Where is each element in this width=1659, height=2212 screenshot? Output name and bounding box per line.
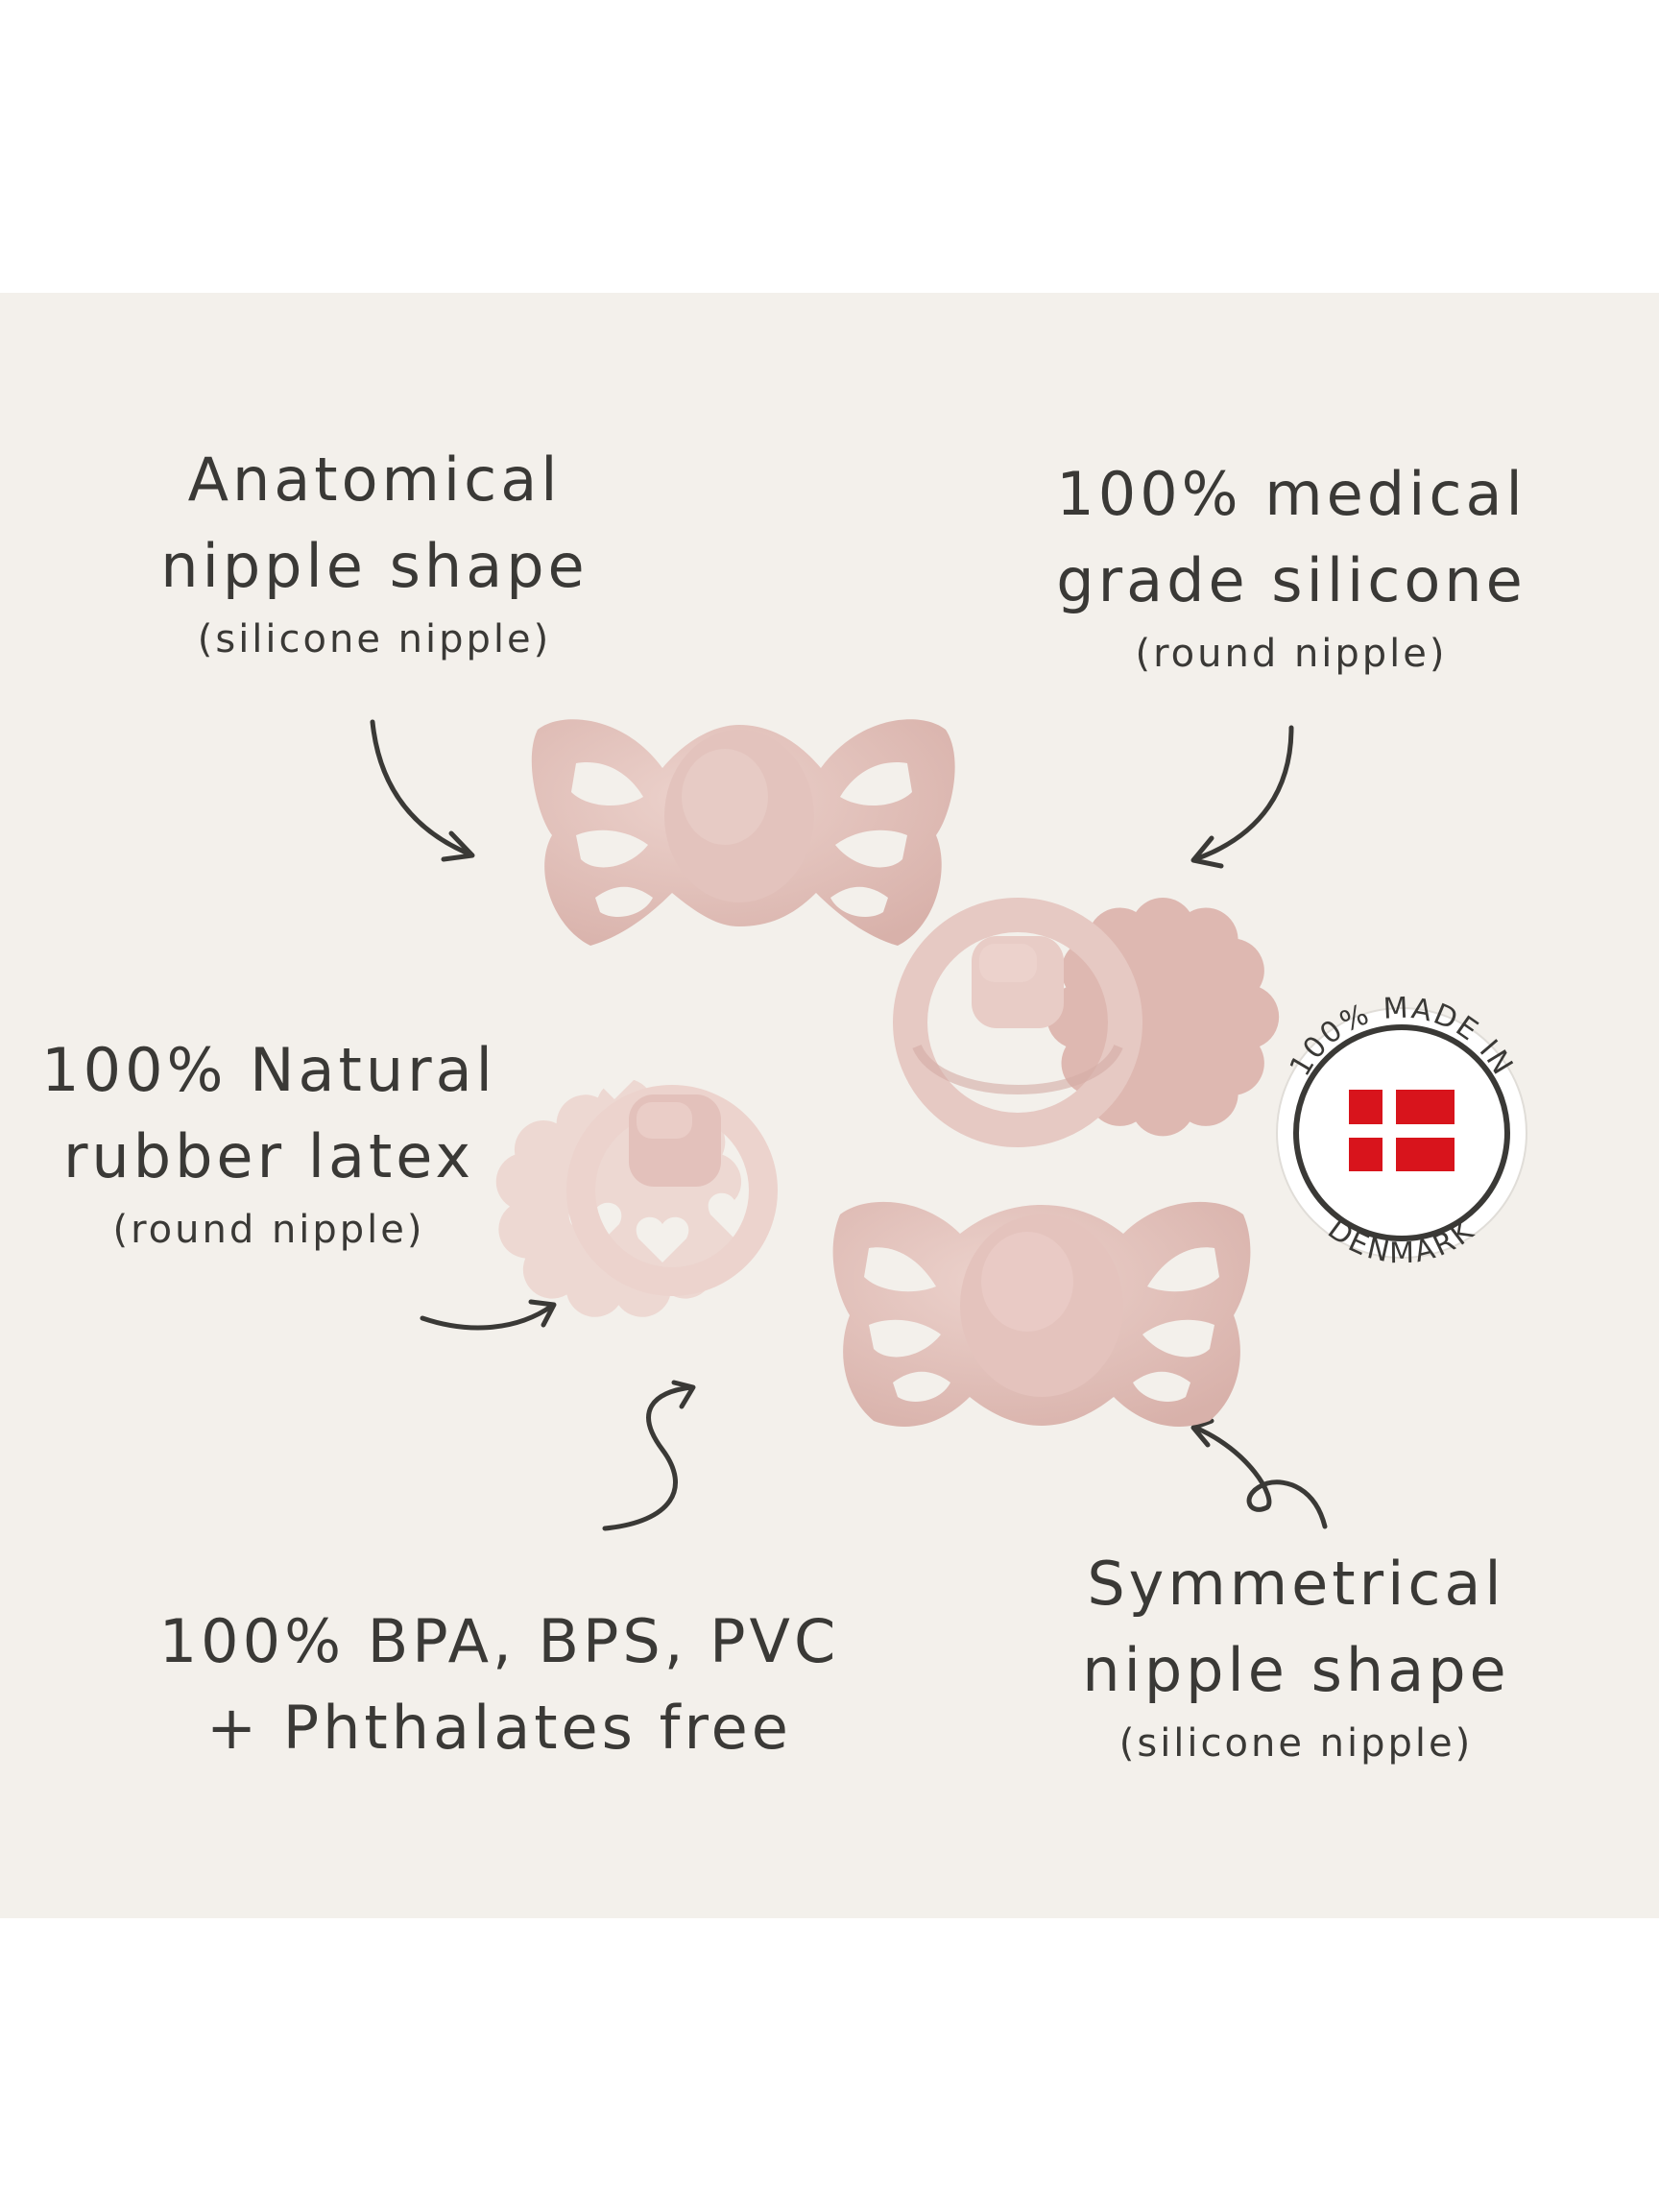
label-medical-note: (round nipple) [1135,632,1448,676]
label-natural: 100% Natural rubber latex (round nipple) [34,1027,504,1260]
made-in-denmark-stamp: 100% MADE IN DENMARK [1276,992,1527,1270]
label-bpa-line2: + Phthalates free [206,1693,792,1763]
label-anatomical-line2: nipple shape [160,531,589,601]
label-symmetrical-note: (silicone nipple) [1118,1721,1474,1766]
label-medical-line2: grade silicone [1056,545,1527,615]
arrow-symmetrical-head [1190,1418,1214,1448]
arrow-symmetrical [1192,1425,1328,1529]
label-anatomical: Anatomical nipple shape (silicone nipple… [125,437,624,669]
label-bpa-free: 100% BPA, BPS, PVC + Phthalates free [106,1599,893,1771]
heart-lace-pacifier [495,1048,778,1317]
label-symmetrical-line2: nipple shape [1082,1635,1510,1705]
label-natural-note: (round nipple) [112,1208,425,1252]
label-anatomical-line1: Anatomical [187,445,562,515]
arrow-anatomical [370,719,473,857]
arrow-medical [1192,725,1294,862]
label-anatomical-note: (silicone nipple) [197,617,552,661]
arrow-natural-head [528,1299,557,1328]
label-natural-line2: rubber latex [62,1121,475,1191]
arrow-medical-head [1190,835,1224,869]
label-symmetrical-line1: Symmetrical [1087,1549,1505,1619]
arrow-anatomical-head [441,830,475,862]
label-natural-line1: 100% Natural [41,1035,496,1105]
label-medical-line1: 100% medical [1056,459,1527,529]
label-symmetrical: Symmetrical nipple shape (silicone nippl… [1056,1541,1536,1773]
arrow-natural [420,1303,555,1331]
butterfly-pacifier [531,719,955,946]
lace-symmetrical-pacifier [832,1201,1251,1427]
arrow-bpa-head [671,1380,696,1409]
label-bpa-line1: 100% BPA, BPS, PVC [158,1606,840,1676]
label-medical: 100% medical grade silicone (round nippl… [1032,451,1551,684]
arrow-bpa [602,1384,694,1531]
denmark-flag-icon [1349,1090,1455,1171]
flower-ring-pacifier [893,897,1280,1147]
